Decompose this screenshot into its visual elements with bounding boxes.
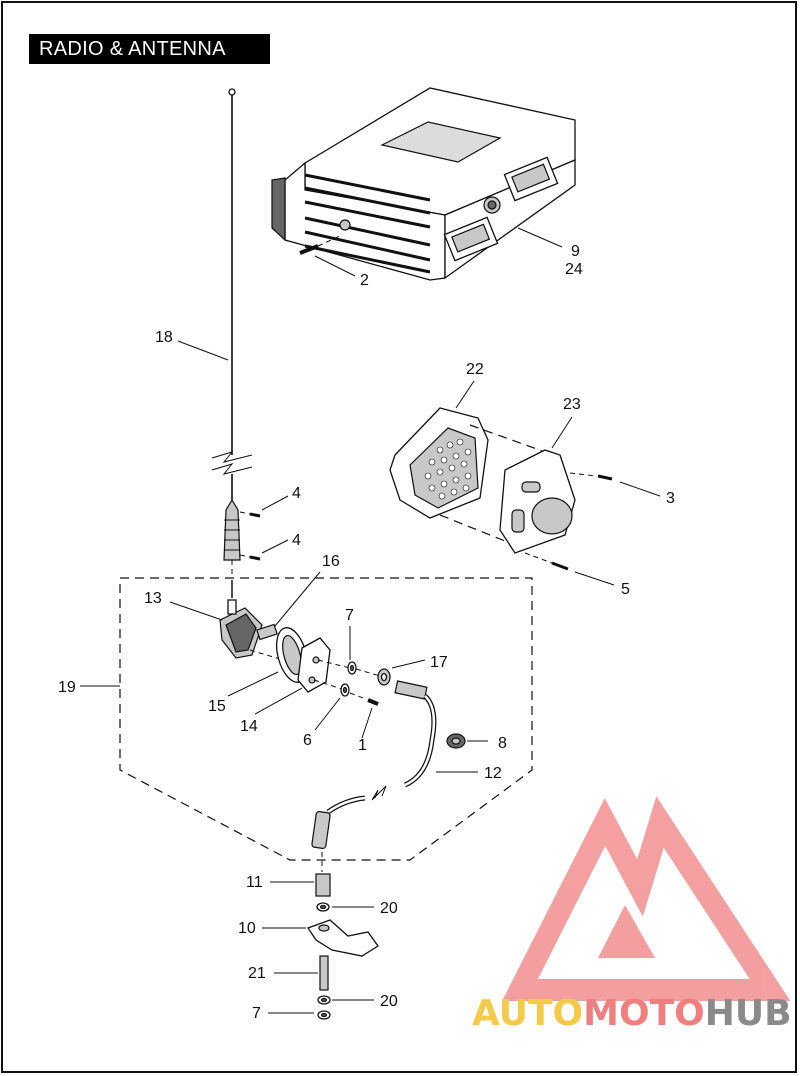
antenna-cable-12 (311, 680, 437, 850)
callout-22: 22 (466, 361, 484, 378)
washer-20-lower (317, 995, 331, 1005)
leader-22 (455, 380, 475, 409)
radio-unit (271, 87, 576, 281)
speaker-align-line-bottom (439, 514, 516, 546)
callout-12: 12 (484, 765, 502, 782)
set-screw-4-upper (239, 511, 261, 518)
callout-2: 2 (360, 272, 369, 289)
watermark-logo (502, 796, 791, 1001)
callout-24: 24 (565, 261, 583, 278)
mounting-plate-14 (297, 637, 331, 693)
align-upper (317, 659, 351, 669)
watermark-text: AUTOMOTOHUB (472, 993, 792, 1034)
callout-23: 23 (563, 396, 581, 413)
leader-17 (391, 659, 426, 669)
leader-14 (254, 687, 303, 715)
callout-3: 3 (666, 490, 675, 507)
callout-17: 17 (430, 654, 448, 671)
leader-4b (261, 539, 289, 554)
washer-7-lower (317, 1010, 331, 1020)
align-lower (313, 679, 346, 691)
nut-17 (377, 668, 391, 686)
set-screw-4-lower (239, 554, 261, 561)
callout-20-lower: 20 (380, 993, 398, 1010)
stud-16 (256, 623, 278, 641)
callout-8: 8 (498, 735, 507, 752)
leader-1 (361, 707, 373, 739)
leader-9 (517, 227, 563, 248)
callout-21: 21 (248, 965, 266, 982)
leader-4a (261, 495, 289, 511)
leader-5 (574, 571, 615, 586)
washer-7-upper (347, 661, 357, 675)
callout-9: 9 (571, 243, 580, 260)
callout-11: 11 (246, 874, 263, 891)
align-washer-nut (355, 668, 381, 677)
kit-outline-19 (119, 577, 533, 861)
screw-2 (299, 234, 343, 255)
leader-18 (177, 340, 229, 361)
callout-19: 19 (58, 679, 76, 696)
grommet-8 (446, 733, 466, 749)
callout-13: 13 (144, 590, 162, 607)
page-title: RADIO & ANTENNA (29, 34, 270, 64)
leader-3 (619, 481, 661, 497)
radio-vents (304, 173, 431, 274)
leader-23 (551, 416, 573, 449)
antenna-mast (211, 88, 253, 598)
watermark-part-auto: AUTO (472, 993, 583, 1034)
bracket-10 (307, 919, 379, 957)
callout-14: 14 (240, 718, 258, 735)
watermark-part-moto: MOTO (583, 993, 705, 1034)
callout-20-upper: 20 (380, 900, 398, 917)
speaker-bracket (499, 449, 576, 554)
leader-16 (274, 571, 321, 627)
callout-4-lower: 4 (292, 532, 301, 549)
watermark-part-hub: HUB (705, 993, 792, 1034)
mount-align-line (249, 649, 291, 663)
callout-4-upper: 4 (292, 485, 301, 502)
screw-5 (524, 552, 569, 571)
leader-6 (314, 697, 341, 731)
speaker (389, 407, 489, 519)
callout-16: 16 (322, 553, 340, 570)
screw-3 (569, 472, 613, 481)
callout-18: 18 (155, 329, 173, 346)
connector-11 (315, 873, 331, 897)
washer-20-upper (316, 902, 330, 912)
washer-6 (340, 683, 350, 697)
callout-15: 15 (208, 698, 226, 715)
leader-15 (227, 671, 279, 697)
callout-5: 5 (621, 581, 630, 598)
callout-6: 6 (303, 732, 312, 749)
speaker-align-line-top (469, 424, 546, 453)
leader-13 (169, 601, 223, 621)
screw-1 (349, 692, 379, 706)
stud-21 (319, 955, 329, 991)
callout-7-lower: 7 (252, 1005, 261, 1022)
callout-7-upper: 7 (345, 607, 354, 624)
leader-2 (314, 255, 356, 277)
callout-10: 10 (238, 920, 256, 937)
callout-1: 1 (358, 737, 367, 754)
antenna-mount-base (219, 599, 263, 659)
